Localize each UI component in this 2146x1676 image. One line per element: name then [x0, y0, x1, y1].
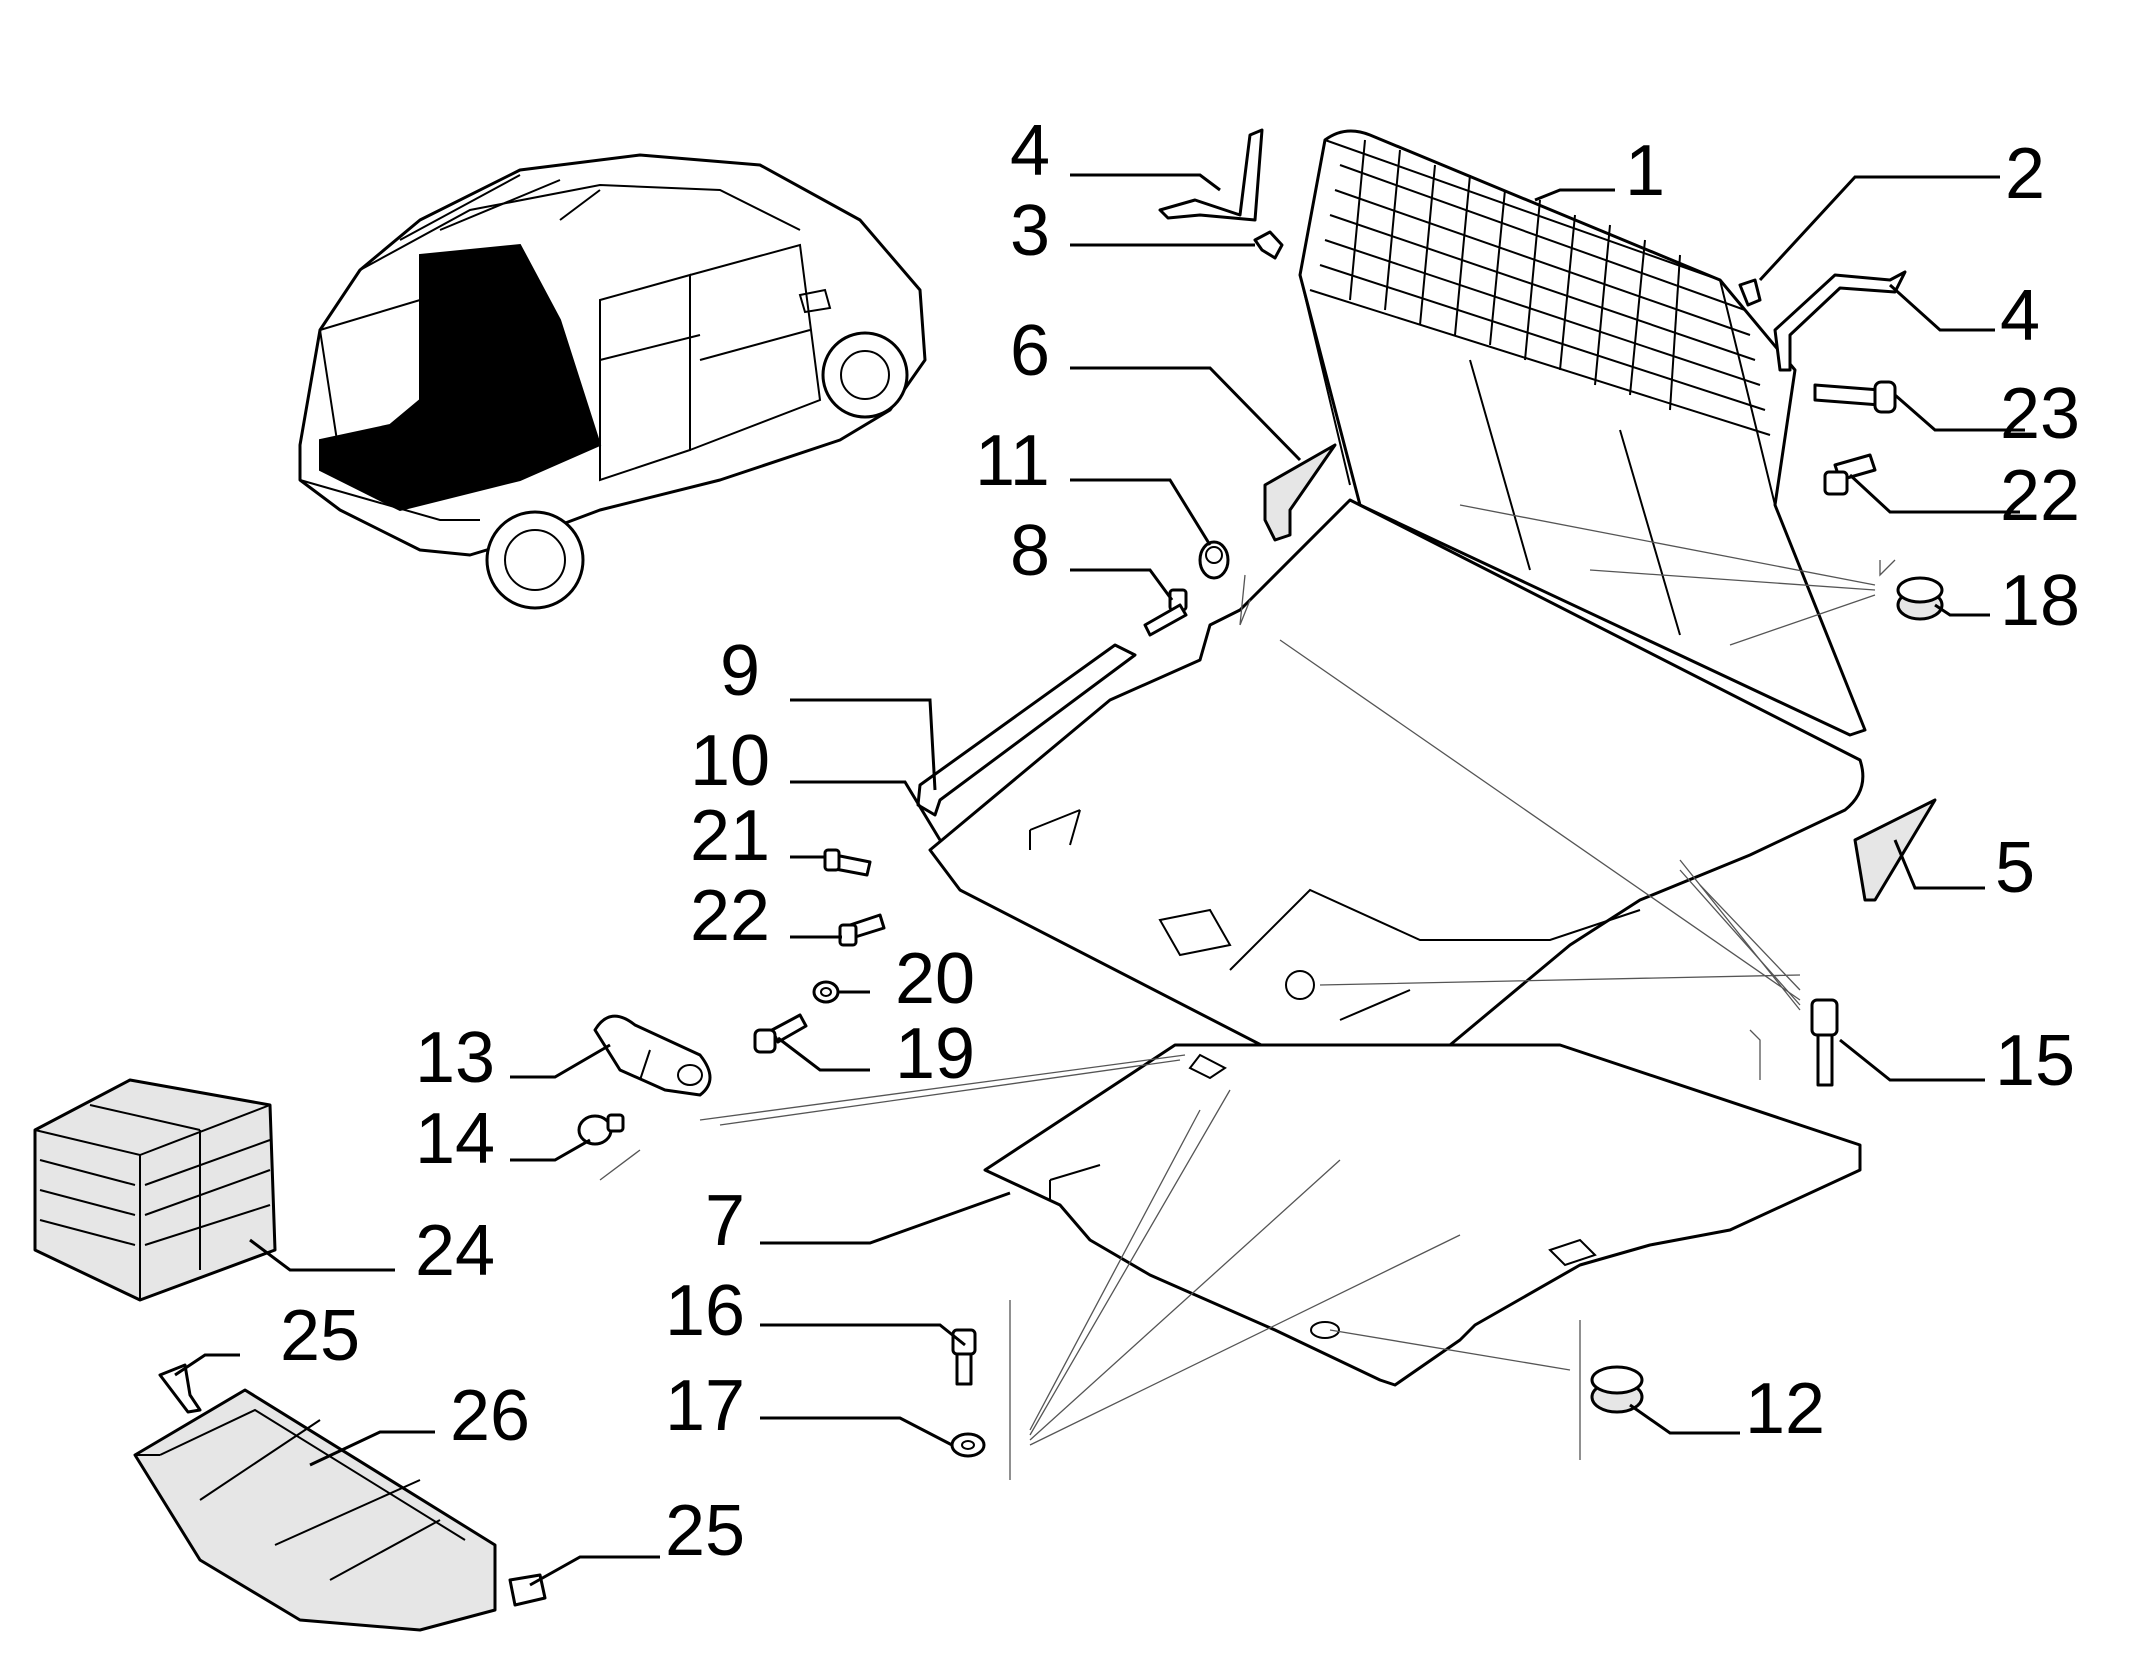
label-26: 26 [450, 1376, 530, 1456]
label-23: 23 [2000, 374, 2080, 454]
label-1: 1 [1625, 131, 1665, 211]
washer-17 [950, 1432, 986, 1458]
bolt-19 [753, 1013, 808, 1054]
label-15: 15 [1995, 1021, 2075, 1101]
label-22-right: 22 [2000, 456, 2080, 536]
label-5: 5 [1995, 828, 2035, 908]
label-25-bottom: 25 [665, 1491, 745, 1571]
label-14: 14 [415, 1099, 495, 1179]
strap-13 [593, 1014, 712, 1097]
partition-grid [1298, 129, 1867, 737]
label-4-right: 4 [2000, 276, 2040, 356]
label-20: 20 [895, 939, 975, 1019]
clip-11 [1198, 540, 1230, 580]
bolt-22-right [1823, 453, 1877, 496]
label-10: 10 [690, 721, 770, 801]
grommet-18 [1896, 576, 1944, 621]
bolt-16 [951, 1328, 977, 1386]
washer-20 [812, 980, 840, 1004]
floor-mat [928, 498, 1865, 1077]
clip-2 [1738, 278, 1762, 307]
car-illustration [298, 153, 927, 610]
tray-26 [133, 1388, 497, 1632]
label-9: 9 [720, 631, 760, 711]
grommet-12 [1590, 1365, 1644, 1414]
label-13: 13 [415, 1018, 495, 1098]
label-3: 3 [1010, 191, 1050, 271]
lower-board [983, 1043, 1862, 1387]
label-24: 24 [415, 1211, 495, 1291]
clip-25-top [158, 1363, 202, 1414]
bracket-4-top [1158, 128, 1264, 222]
label-2: 2 [2005, 134, 2045, 214]
bolt-23 [1813, 380, 1897, 414]
screw-14 [577, 1113, 625, 1146]
label-17: 17 [665, 1366, 745, 1446]
label-6: 6 [1010, 311, 1050, 391]
clip-3 [1253, 230, 1284, 260]
label-25-top: 25 [280, 1296, 360, 1376]
leader-lines [174, 173, 2025, 1587]
label-19: 19 [895, 1014, 975, 1094]
label-12: 12 [1745, 1369, 1825, 1449]
bolt-21 [823, 848, 872, 877]
storage-box-24 [33, 1078, 277, 1302]
bolt-22-left [838, 913, 886, 947]
callout-labels: 1 2 3 4 4 5 6 7 8 9 10 11 12 13 14 15 16… [280, 111, 2080, 1571]
label-18: 18 [2000, 561, 2080, 641]
label-22-left: 22 [690, 876, 770, 956]
bracket-5 [1853, 798, 1937, 902]
bolt-15 [1810, 998, 1839, 1087]
bracket-4-right [1773, 270, 1907, 372]
clip-8 [1143, 588, 1188, 637]
label-16: 16 [665, 1271, 745, 1351]
label-7: 7 [705, 1181, 745, 1261]
label-11: 11 [975, 421, 1050, 501]
label-8: 8 [1010, 511, 1050, 591]
label-21: 21 [690, 796, 770, 876]
bracket-6 [1263, 443, 1337, 542]
label-4-top: 4 [1010, 111, 1050, 191]
